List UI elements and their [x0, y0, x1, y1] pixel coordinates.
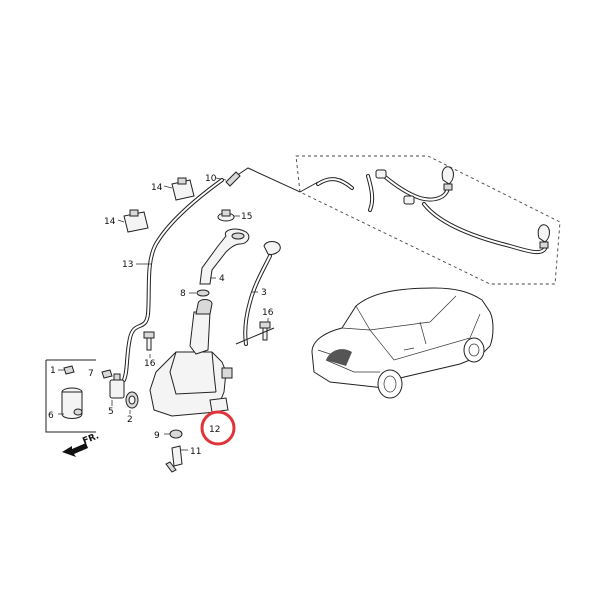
bolt-16-left — [143, 331, 155, 358]
callout-6: 6 — [48, 411, 54, 421]
filler-neck-4 — [199, 228, 250, 285]
grommet-9 — [164, 429, 183, 439]
pump-seal-2 — [125, 391, 139, 414]
callout-8: 8 — [180, 289, 186, 299]
callout-14-upper: 14 — [151, 183, 163, 193]
washer-hose-13 — [122, 178, 224, 382]
callout-3: 3 — [261, 288, 267, 298]
callout-11: 11 — [190, 447, 201, 457]
callout-7: 7 — [88, 369, 94, 379]
callout-15: 15 — [241, 212, 252, 222]
filler-cap-15 — [217, 209, 240, 222]
washer-nozzle-left — [441, 166, 454, 191]
o-ring-8 — [189, 289, 210, 297]
nozzle-group-boundary — [295, 155, 561, 285]
hose-clamp-14-upper — [163, 177, 195, 201]
level-gauge-3 — [243, 241, 281, 346]
washer-nozzle-right — [537, 224, 550, 249]
washer-tank-12 — [149, 299, 275, 417]
washer-pump-5 — [109, 373, 125, 406]
callout-1: 1 — [50, 366, 56, 376]
callout-9: 9 — [154, 431, 160, 441]
clip-7 — [101, 369, 113, 379]
callout-13: 13 — [122, 260, 133, 270]
callout-10: 10 — [205, 174, 217, 184]
callout-16-left: 16 — [144, 359, 156, 369]
callout-4: 4 — [219, 274, 225, 284]
callout-12: 12 — [209, 425, 220, 435]
car-illustration — [311, 287, 494, 399]
hose-clamp-14-lower — [117, 209, 149, 233]
callout-14-lower: 14 — [104, 217, 116, 227]
hose-connector-to-nozzles — [235, 167, 319, 193]
front-direction-label: FR. — [81, 431, 100, 447]
callout-2: 2 — [127, 415, 133, 425]
highlight-circle — [200, 410, 236, 446]
inset-box — [45, 359, 96, 433]
front-direction-arrow: FR. — [62, 431, 101, 457]
nozzle-hoses — [316, 169, 548, 254]
pump-screen-11 — [165, 445, 188, 473]
bolt-16-right — [259, 318, 271, 341]
callout-16-right: 16 — [262, 308, 274, 318]
callout-5: 5 — [108, 407, 114, 417]
